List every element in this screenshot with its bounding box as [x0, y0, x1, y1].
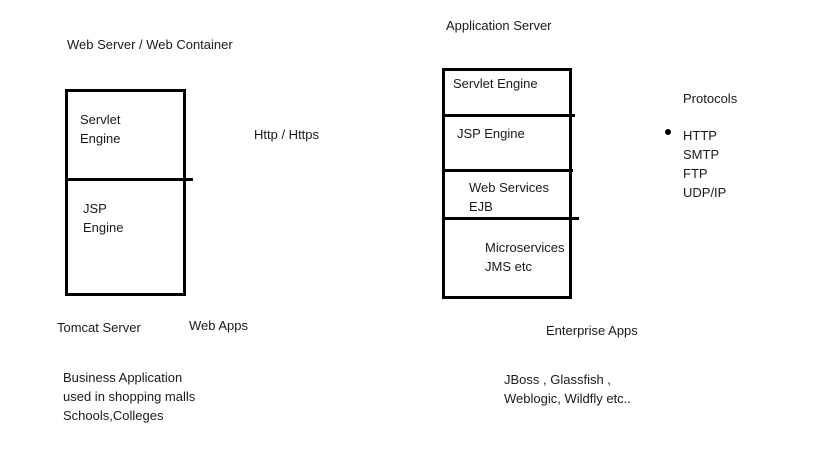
- web-jsp-engine-line1: JSP: [83, 201, 107, 216]
- microservices-label: Microservices: [485, 240, 565, 255]
- business-line-1: Business Application: [63, 370, 183, 385]
- protocols-list: HTTP SMTP FTP UDP/IP: [683, 126, 726, 202]
- microservices-jms-label: Microservices JMS etc: [485, 238, 564, 276]
- app-jsp-engine-label: JSP Engine: [457, 126, 525, 141]
- web-servlet-engine-line1: Servlet: [80, 112, 121, 127]
- protocol-item: HTTP: [683, 128, 717, 143]
- web-jsp-engine-label: JSP Engine: [83, 199, 123, 237]
- app-divider-3: [442, 217, 579, 220]
- web-server-divider: [65, 178, 193, 181]
- application-server-box: [442, 68, 572, 299]
- app-divider-1: [442, 114, 575, 117]
- tomcat-server-label: Tomcat Server: [57, 320, 141, 335]
- bullet-icon: [665, 129, 671, 135]
- business-line-2: used in shopping malls: [63, 389, 196, 404]
- web-servlet-engine-label: Servlet Engine: [80, 110, 120, 148]
- app-server-vendors: JBoss , Glassfish , Weblogic, Wildfly et…: [504, 370, 631, 408]
- vendors-line-1: JBoss , Glassfish ,: [504, 372, 611, 387]
- protocols-title: Protocols: [683, 91, 738, 106]
- jms-label: JMS etc: [485, 259, 532, 274]
- ejb-label: EJB: [469, 199, 493, 214]
- vendors-line-2: Weblogic, Wildfly etc..: [504, 391, 631, 406]
- business-application-note: Business Application used in shopping ma…: [63, 368, 195, 425]
- web-server-box: [65, 89, 186, 296]
- protocol-item: SMTP: [683, 147, 720, 162]
- web-server-title: Web Server / Web Container: [67, 37, 233, 52]
- web-services-label: Web Services: [469, 180, 549, 195]
- protocol-item: UDP/IP: [683, 185, 727, 200]
- app-divider-2: [442, 169, 573, 172]
- app-servlet-engine-label: Servlet Engine: [453, 76, 538, 91]
- web-apps-label: Web Apps: [189, 318, 249, 333]
- application-server-title: Application Server: [446, 18, 552, 33]
- protocol-item: FTP: [683, 166, 708, 181]
- business-line-3: Schools,Colleges: [63, 408, 164, 423]
- web-services-ejb-label: Web Services EJB: [469, 178, 549, 216]
- web-jsp-engine-line2: Engine: [83, 220, 124, 235]
- web-servlet-engine-line2: Engine: [80, 131, 121, 146]
- enterprise-apps-label: Enterprise Apps: [546, 323, 638, 338]
- http-https-label: Http / Https: [254, 127, 320, 142]
